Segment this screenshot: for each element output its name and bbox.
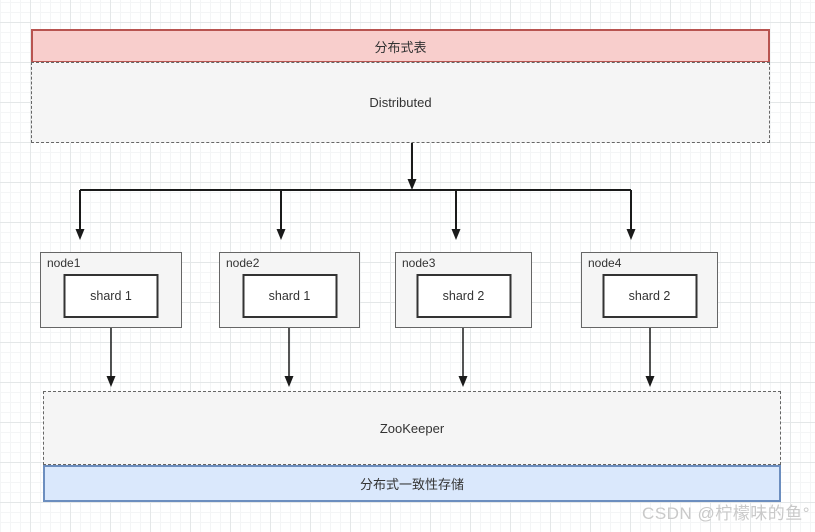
watermark: CSDN @柠檬味的鱼° [642,504,810,523]
node4-label: node4 [588,256,622,270]
distributed-engine-box: Distributed [31,62,770,143]
node3-box: node3 shard 2 [395,252,532,328]
node3-shard-label: shard 2 [442,289,485,303]
node3-label: node3 [402,256,436,270]
distributed-table-banner: 分布式表 [31,29,770,63]
distributed-engine-label: Distributed [369,95,432,110]
node1-box: node1 shard 1 [40,252,182,328]
node2-label: node2 [226,256,260,270]
node4-shard-label: shard 2 [628,289,671,303]
consistency-storage-banner: 分布式一致性存储 [43,465,781,502]
zookeeper-label: ZooKeeper [379,420,445,436]
node4-shard-box: shard 2 [602,274,697,318]
node2-box: node2 shard 1 [219,252,360,328]
node3-shard-box: shard 2 [416,274,511,318]
node4-box: node4 shard 2 [581,252,718,328]
node2-shard-label: shard 1 [268,289,311,303]
node1-label: node1 [47,256,81,270]
node1-shard-label: shard 1 [90,289,132,303]
distributed-table-banner-label: 分布式表 [374,39,427,55]
node2-shard-box: shard 1 [242,274,337,318]
consistency-storage-label: 分布式一致性存储 [359,477,464,492]
node1-shard-box: shard 1 [63,274,159,318]
zookeeper-box: ZooKeeper [43,391,781,465]
